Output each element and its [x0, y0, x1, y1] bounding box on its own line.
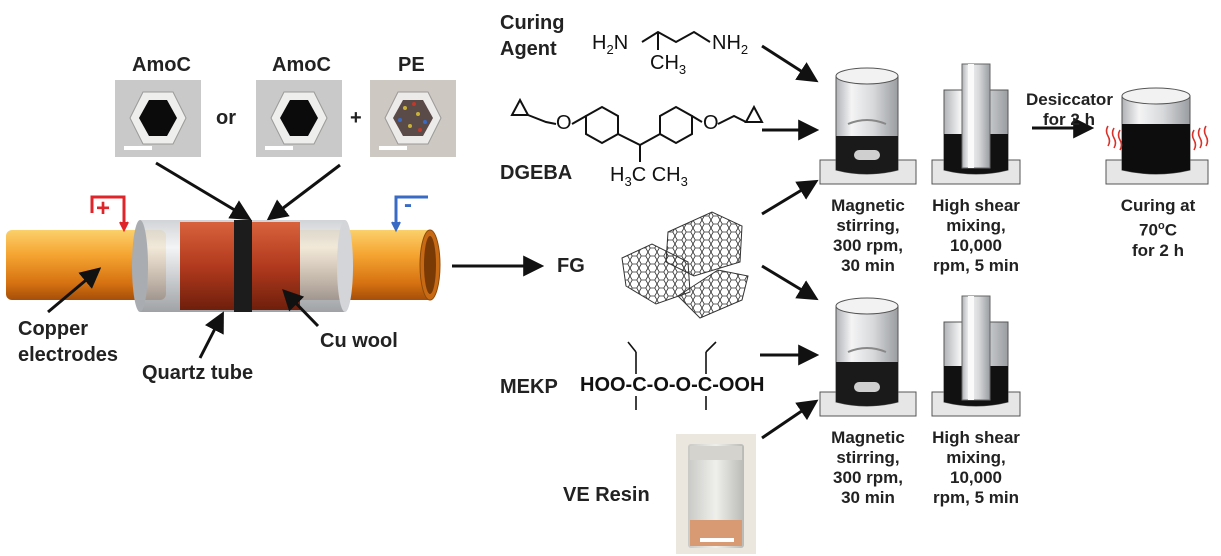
or-label: or — [216, 107, 236, 129]
mekp-label: MEKP — [500, 376, 558, 398]
fg-label: FG — [557, 255, 585, 277]
lower-shear-mixer — [931, 295, 1021, 417]
lower-magnetic-caption: Magnetic stirring, 300 rpm, 30 min — [831, 428, 905, 507]
positive-terminal-label: + — [96, 195, 111, 222]
upper-magnetic-caption: Magnetic stirring, 300 rpm, 30 min — [831, 196, 905, 275]
lower-shear-caption: High shear mixing, 10,000 rpm, 5 min — [932, 428, 1020, 507]
upper-shear-caption: High shear mixing, 10,000 rpm, 5 min — [932, 196, 1020, 275]
dgeba-o-right: O — [703, 112, 719, 134]
lower-stirring-beaker — [819, 297, 917, 417]
copper-label-line-1: Copper — [18, 318, 88, 340]
upper-shear-mixer — [931, 63, 1021, 185]
desiccator-caption: Desiccator for 2 h — [1026, 90, 1113, 129]
ve-resin-label: VE Resin — [563, 484, 650, 506]
dgeba-o-left: O — [556, 112, 572, 134]
upper-stirring-beaker — [819, 67, 917, 185]
curing-agent-label-line-2: Agent — [500, 38, 557, 60]
curing-agent-h2n: H2N — [592, 32, 629, 57]
ve-resin-vial — [676, 434, 756, 554]
dgeba-h3c-ch3: H3C CH3 — [610, 164, 688, 189]
mekp-formula: HOO-C-O-O-C-OOH — [580, 374, 765, 396]
curing-agent-structure — [641, 30, 711, 50]
dgeba-label: DGEBA — [500, 162, 573, 184]
curing-caption: Curing at 70oC for 2 h — [1120, 196, 1196, 260]
dgeba-structure — [510, 97, 764, 162]
curing-agent-ch3: CH3 — [650, 52, 687, 77]
pe-photo — [370, 80, 456, 157]
amoc-photo-2 — [256, 80, 342, 157]
plus-label: + — [350, 107, 362, 129]
amoc-label-2: AmoC — [272, 54, 331, 76]
pe-label: PE — [398, 54, 425, 76]
reactor-tube — [6, 195, 441, 312]
negative-terminal-label: - — [404, 191, 412, 218]
quartz-tube-label: Quartz tube — [142, 362, 254, 384]
graphene-flakes — [621, 211, 749, 319]
curing-agent-nh2: NH2 — [712, 32, 749, 57]
curing-agent-label-line-1: Curing — [500, 12, 565, 34]
curing-cup — [1105, 87, 1209, 185]
cu-wool-label: Cu wool — [320, 330, 398, 352]
amoc-photo-1 — [115, 80, 201, 157]
amoc-label-1: AmoC — [132, 54, 191, 76]
mekp-structure — [627, 341, 717, 410]
copper-label-line-2: electrodes — [18, 344, 119, 366]
